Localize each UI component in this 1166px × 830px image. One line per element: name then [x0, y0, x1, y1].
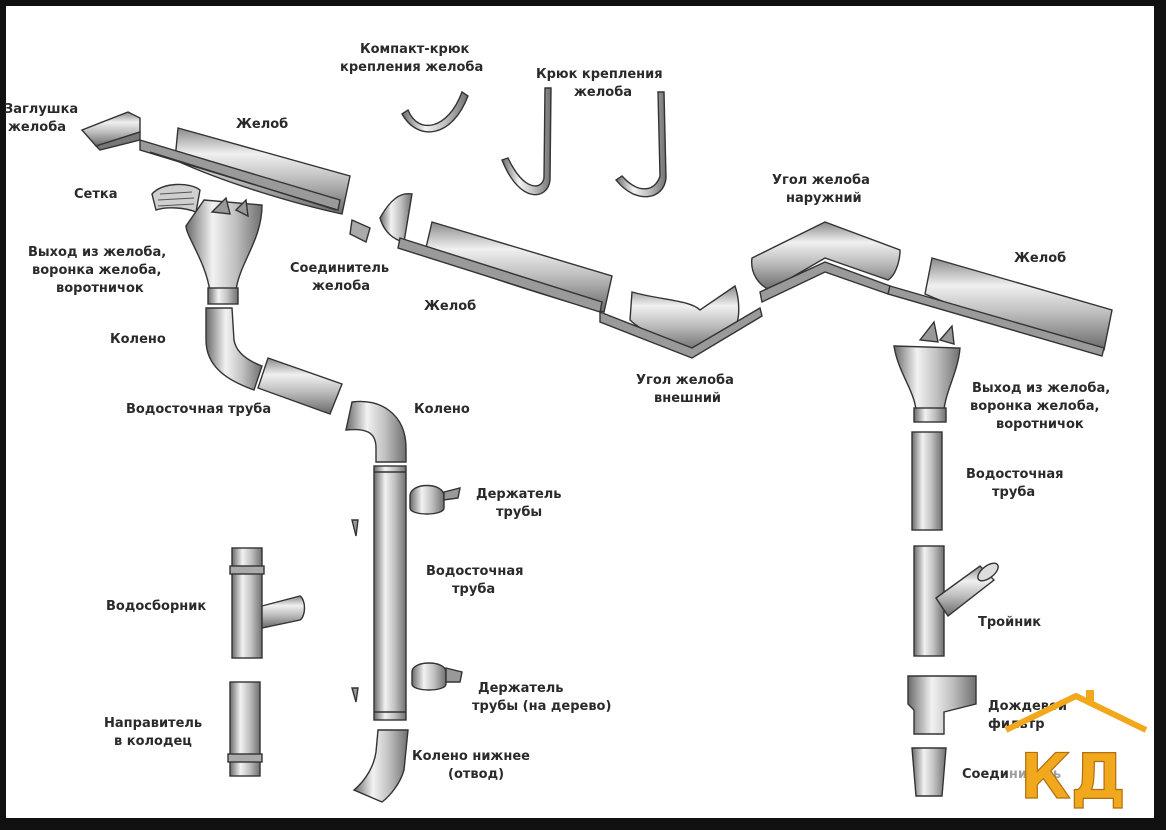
rain-filter — [907, 675, 977, 735]
drain-guide — [227, 681, 263, 777]
label-outlet-right-line2: воронка желоба, — [970, 399, 1100, 414]
logo-text: КД — [1020, 740, 1126, 813]
pipe-holder-wood — [411, 662, 463, 691]
label-elbow-left: Колено — [110, 332, 166, 347]
label-pipe-holder-wood-line2: трубы (на дерево) — [472, 699, 611, 714]
label-end-cap-line2: желоба — [8, 120, 66, 135]
label-outlet-right-line3: воротничок — [996, 417, 1084, 432]
label-drain-guide-line2: в колодец — [114, 734, 192, 749]
pipe-holder — [409, 484, 461, 515]
label-outer-corner-line2: наружний — [786, 191, 862, 206]
label-end-cap-line1: Заглушка — [4, 102, 78, 117]
label-outlet-left-line2: воронка желоба, — [32, 263, 162, 278]
label-gutter-middle: Желоб — [424, 299, 476, 314]
gutter-connector — [349, 193, 413, 244]
label-outlet-left-line1: Выход из желоба, — [28, 245, 166, 260]
label-hook-line1: Крюк крепления — [536, 67, 663, 82]
label-elbow-center: Колено — [414, 402, 470, 417]
label-hook-line2: желоба — [574, 85, 632, 100]
water-collector — [229, 547, 306, 659]
label-water-collector: Водосборник — [106, 599, 206, 614]
gutter-outlet-right — [893, 320, 961, 423]
gutter-hook-2 — [614, 91, 667, 198]
label-elbow-lower-line2: (отвод) — [448, 767, 504, 782]
label-pipe-holder-line1: Держатель — [476, 487, 562, 502]
gutter-hook-1 — [501, 87, 552, 196]
elbow-left — [205, 307, 263, 391]
gutter-right — [887, 257, 1113, 357]
label-gutter-right: Желоб — [1014, 251, 1066, 266]
label-pipe-holder-wood-line1: Держатель — [478, 681, 564, 696]
label-tee: Тройник — [978, 615, 1041, 630]
screw-2 — [351, 687, 359, 703]
connector-right — [911, 747, 947, 797]
label-mesh: Сетка — [74, 187, 118, 202]
gutter-end-cap — [80, 111, 141, 151]
downpipe-center — [373, 465, 407, 721]
gutter-corner-inner — [599, 284, 763, 359]
label-downpipe-diagonal: Водосточная труба — [126, 402, 271, 417]
screw-1 — [351, 519, 359, 537]
label-downpipe-right-line1: Водосточная — [966, 467, 1063, 482]
label-compact-hook-line2: крепления желоба — [340, 60, 483, 75]
label-inner-corner-line1: Угол желоба — [636, 373, 734, 388]
label-downpipe-center-line2: труба — [452, 582, 495, 597]
kd-logo: КД — [1004, 690, 1148, 814]
downpipe-diagonal — [257, 357, 343, 415]
gutter-corner-outer — [751, 221, 901, 304]
labels: Заглушка желоба Желоб Компакт-крюк крепл… — [4, 42, 1110, 782]
gutter-top — [139, 127, 351, 215]
gutter-middle — [397, 221, 613, 313]
label-pipe-holder-line2: трубы — [496, 505, 542, 520]
label-elbow-lower-line1: Колено нижнее — [412, 749, 530, 764]
downpipe-right — [911, 431, 943, 531]
tee — [913, 545, 999, 657]
gutter-mesh — [151, 183, 201, 213]
label-outlet-right-line1: Выход из желоба, — [972, 381, 1110, 396]
label-connector-line1: Соединитель — [290, 261, 389, 276]
label-outer-corner-line1: Угол желоба — [772, 173, 870, 188]
compact-hook — [401, 90, 469, 133]
label-downpipe-right-line2: труба — [992, 485, 1035, 500]
label-outlet-left-line3: воротничок — [56, 281, 144, 296]
label-drain-guide-line1: Направитель — [104, 716, 202, 731]
label-compact-hook-line1: Компакт-крюк — [360, 42, 469, 57]
label-connector-line2: желоба — [312, 279, 370, 294]
elbow-lower — [352, 729, 409, 803]
elbow-center — [345, 400, 407, 463]
label-gutter-top: Желоб — [236, 117, 288, 132]
gutter-outlet-left — [185, 196, 263, 305]
label-downpipe-center-line1: Водосточная — [426, 564, 523, 579]
label-inner-corner-line2: внешний — [654, 391, 721, 406]
